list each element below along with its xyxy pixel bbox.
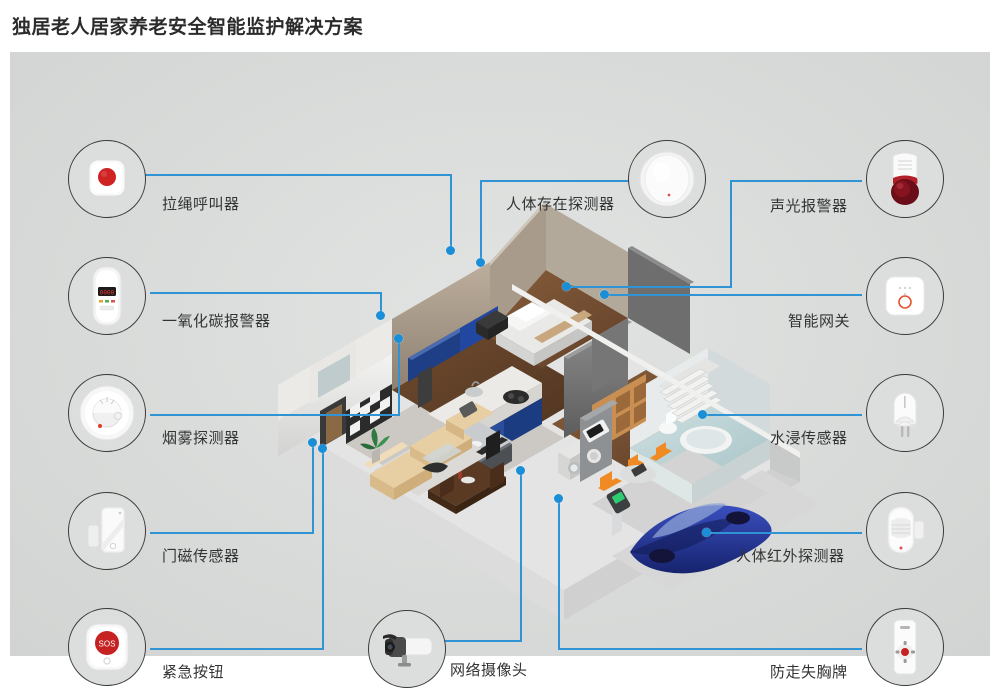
diagram-panel: 拉绳呼叫器 0000 一氧化碳报警器 [10, 52, 990, 688]
hotspot-water[interactable] [698, 410, 707, 419]
hotspot-sos[interactable] [318, 444, 327, 453]
device-infrared-detector[interactable] [866, 492, 944, 570]
connector-water [702, 414, 862, 416]
connector-door [150, 532, 314, 534]
connector-badge-up [558, 500, 560, 648]
svg-text:0000: 0000 [100, 290, 115, 297]
device-presence-detector[interactable] [628, 140, 706, 218]
label-co-alarm: 一氧化碳报警器 [162, 313, 271, 330]
label-anti-wander-badge: 防走失胸牌 [770, 664, 848, 681]
connector-badge [558, 648, 862, 650]
device-pull-cord-caller[interactable] [68, 140, 146, 218]
connector-gateway [604, 294, 862, 296]
label-sound-light-alarm: 声光报警器 [770, 198, 848, 215]
connector-co [150, 292, 382, 294]
device-co-alarm[interactable]: 0000 [68, 257, 146, 335]
connector-co-drop [380, 292, 382, 316]
label-pull-cord-caller: 拉绳呼叫器 [162, 196, 240, 213]
hotspot-co[interactable] [376, 311, 385, 320]
page-title: 独居老人居家养老安全智能监护解决方案 [12, 17, 364, 38]
connector-sos [150, 648, 324, 650]
connector-infrared [706, 532, 862, 534]
sos-text: SOS [99, 640, 116, 649]
connector-alarm [730, 180, 862, 182]
label-smart-gateway: 智能网关 [788, 313, 851, 330]
hotspot-camera[interactable] [516, 466, 525, 475]
label-water-leak-sensor: 水浸传感器 [770, 430, 848, 447]
hotspot-gateway[interactable] [600, 290, 609, 299]
connector-door-up [312, 444, 314, 532]
connector-alarm-drop [730, 180, 732, 286]
device-water-leak-sensor[interactable] [866, 374, 944, 452]
hotspot-infrared[interactable] [702, 528, 711, 537]
hotspot-pull-cord[interactable] [446, 246, 455, 255]
hotspot-badge[interactable] [554, 494, 563, 503]
hotspot-presence[interactable] [476, 258, 485, 267]
connector-sos-up [322, 450, 324, 648]
connector-camera-up [520, 472, 522, 640]
device-sound-light-alarm[interactable] [866, 140, 944, 218]
connector-presence-drop [480, 180, 482, 264]
device-network-camera[interactable] [368, 610, 446, 688]
label-network-camera: 网络摄像头 [450, 662, 528, 679]
connector-pull-cord [142, 174, 452, 176]
label-door-sensor: 门磁传感器 [162, 548, 240, 565]
device-smoke-detector[interactable] [68, 374, 146, 452]
hotspot-smoke[interactable] [394, 334, 403, 343]
connector-pull-cord-drop [450, 174, 452, 252]
connector-presence [480, 180, 630, 182]
connector-smoke-up [398, 340, 400, 414]
label-infrared-detector: 人体红外探测器 [736, 548, 845, 565]
connector-camera [430, 640, 522, 642]
connector-smoke [150, 414, 400, 416]
label-smoke-detector: 烟雾探测器 [162, 430, 240, 447]
label-presence-detector: 人体存在探测器 [506, 196, 615, 213]
device-anti-wander-badge[interactable] [866, 608, 944, 686]
label-emergency-button: 紧急按钮 [162, 664, 225, 681]
hotspot-alarm[interactable] [562, 282, 571, 291]
device-emergency-button[interactable]: SOS [68, 608, 146, 686]
hotspot-door[interactable] [308, 438, 317, 447]
isometric-house-illustration [160, 152, 860, 652]
connector-alarm-tail [566, 286, 732, 288]
device-door-sensor[interactable] [68, 492, 146, 570]
device-smart-gateway[interactable] [866, 257, 944, 335]
